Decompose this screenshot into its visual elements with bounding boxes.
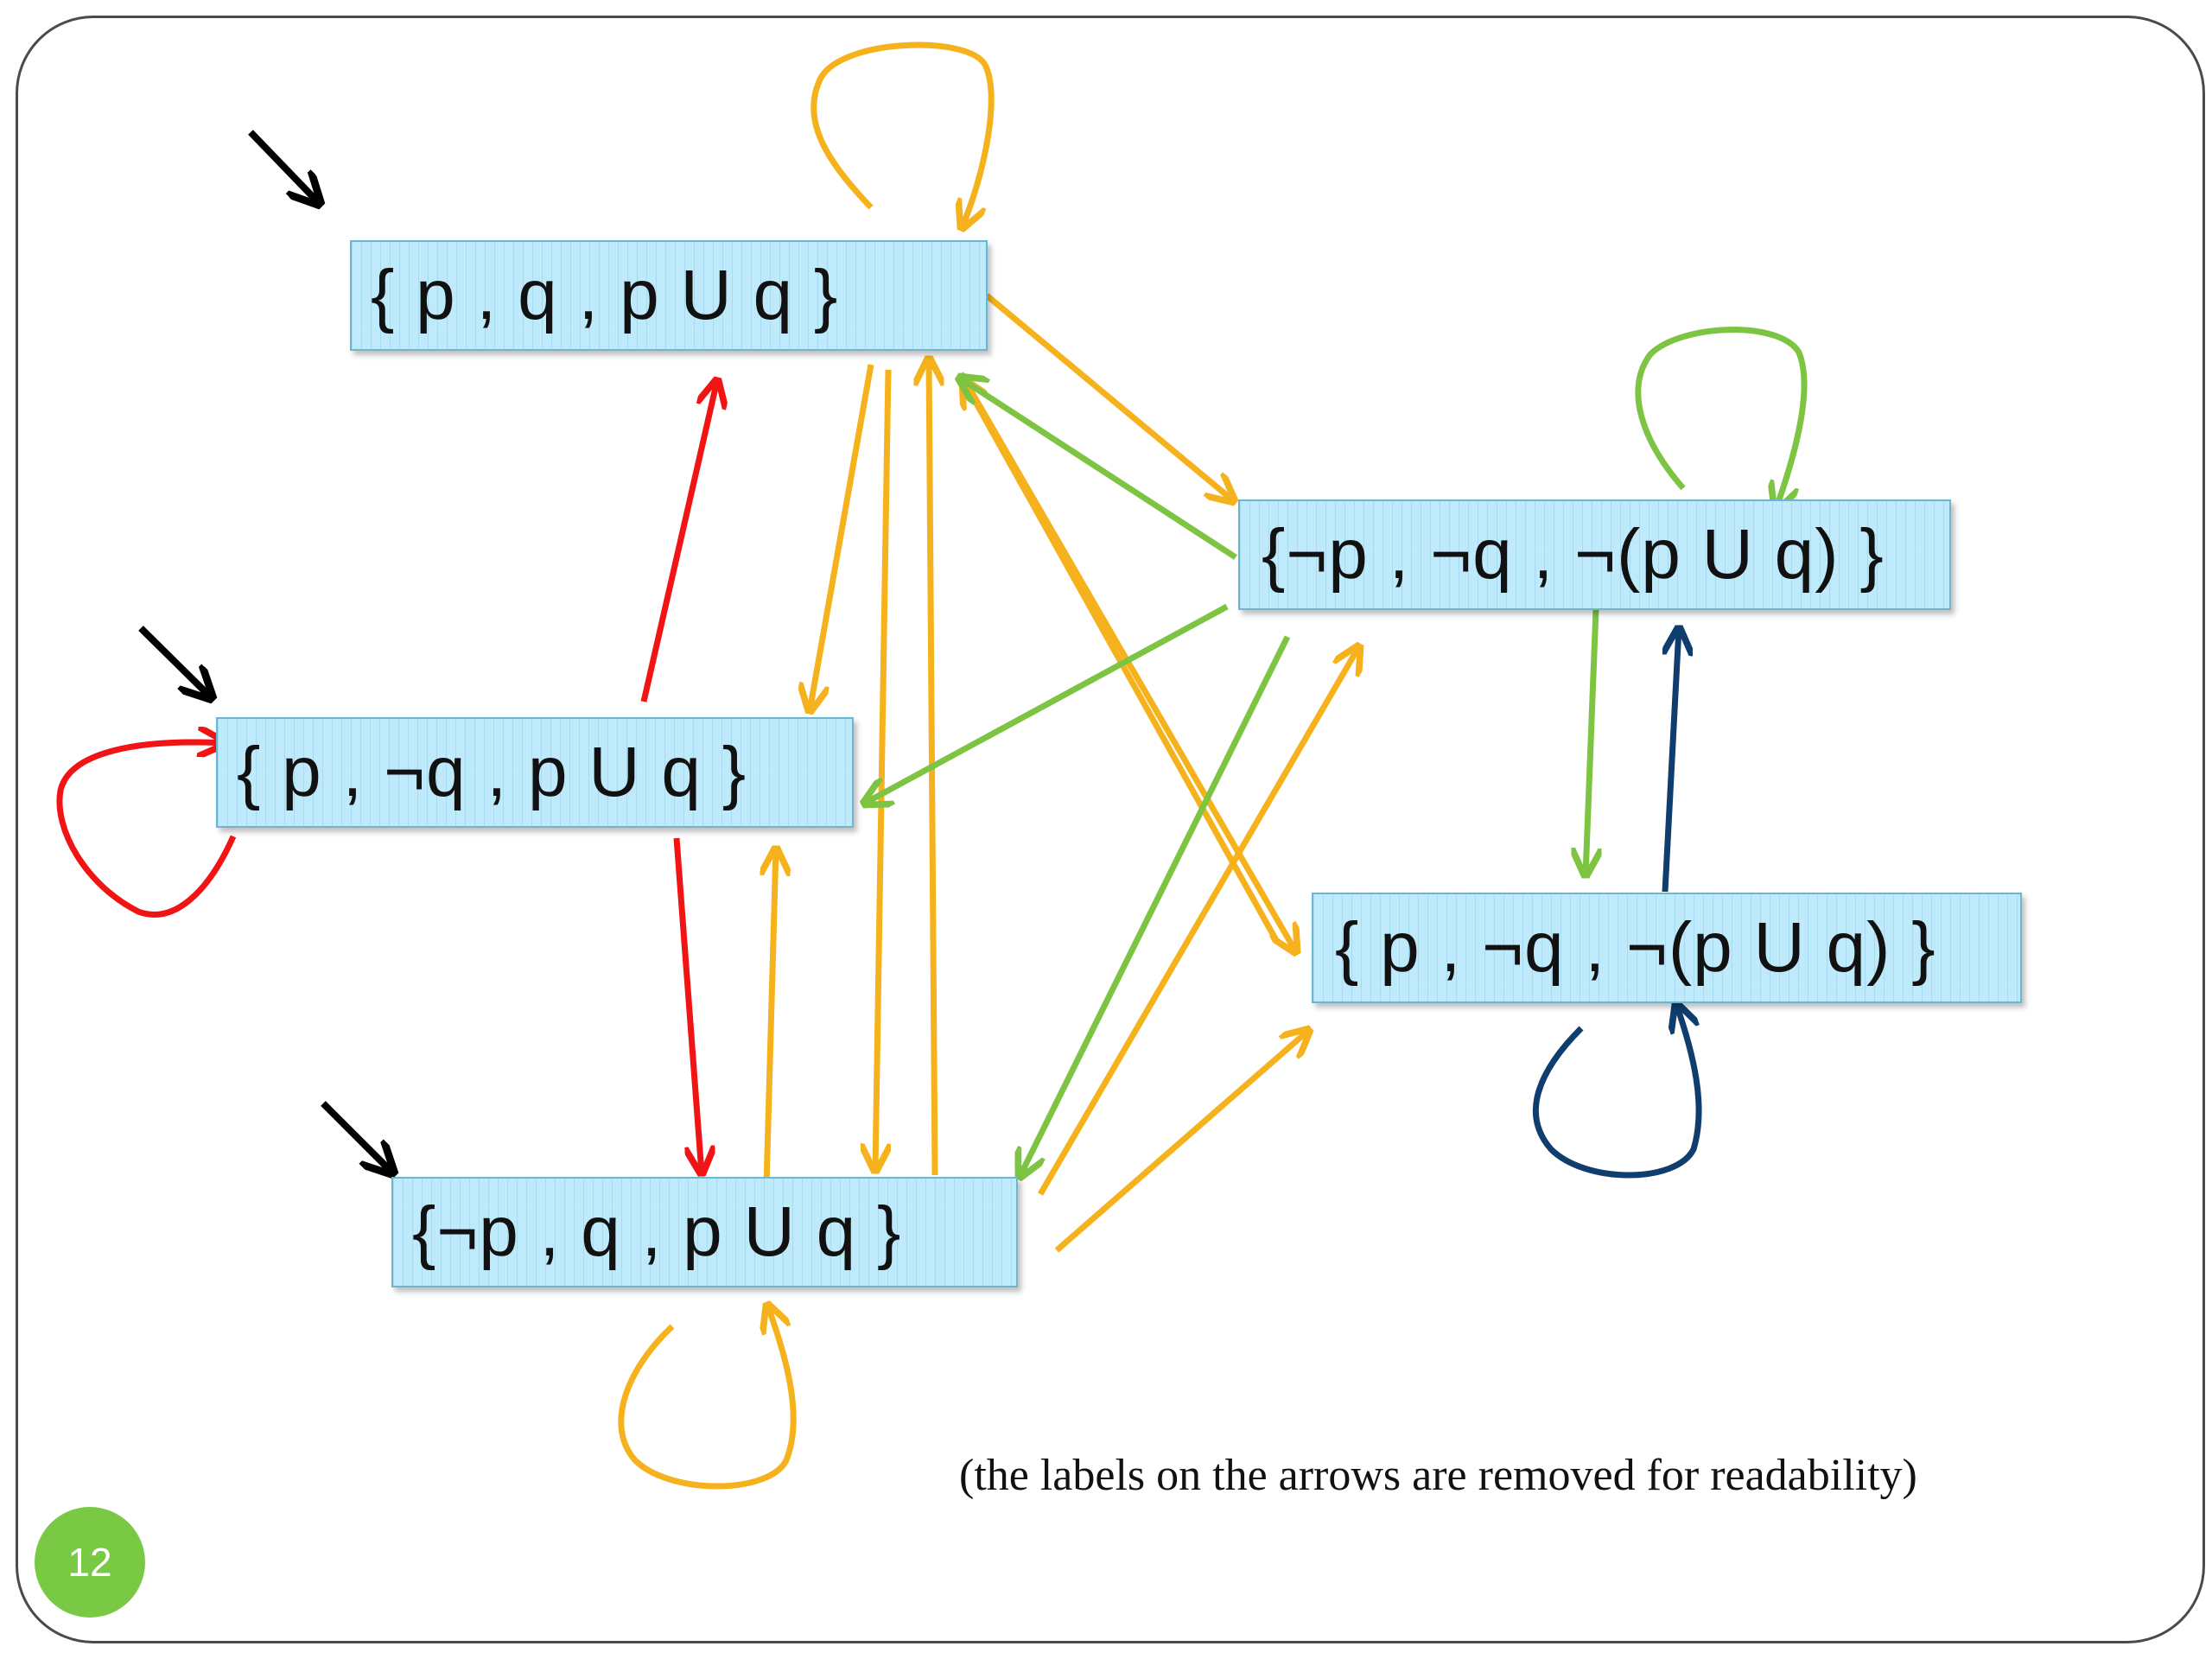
state-p-q-pUq: { p , q , p U q } <box>350 240 988 351</box>
self-loop-s5 <box>1532 1004 1702 1179</box>
initial-arrow-s2 <box>138 626 212 698</box>
self-loop-s4 <box>1635 327 1808 510</box>
edge-s2-s3 <box>673 837 702 1173</box>
green-transitions <box>864 327 1808 1177</box>
initial-arrows <box>138 130 393 1173</box>
self-loop-s1 <box>810 41 995 228</box>
edge-s1-s3 <box>875 369 892 1171</box>
self-loop-s3 <box>618 1305 797 1490</box>
state-notp-notq-not-pUq: {¬p , ¬q , ¬(p U q) } <box>1238 499 1951 610</box>
edge-s3-s4 <box>1037 646 1359 1196</box>
edge-s3-s2 <box>766 849 776 1186</box>
initial-arrow-s3 <box>321 1101 393 1173</box>
state-p-notq-not-pUq: { p , ¬q , ¬(p U q) } <box>1312 893 2022 1003</box>
state-label: { p , ¬q , p U q } <box>237 733 747 811</box>
edge-s4-s1 <box>959 378 1237 560</box>
state-notp-q-pUq: {¬p , q , p U q } <box>391 1177 1018 1287</box>
navy-transitions <box>1532 628 1702 1179</box>
caption: (the labels on the arrows are removed fo… <box>959 1451 1917 1500</box>
edge-s5-s1 <box>963 380 1281 944</box>
edge-s5-s4 <box>1662 628 1679 893</box>
state-label: { p , ¬q , ¬(p U q) } <box>1335 908 1936 987</box>
edge-s2-s1 <box>640 380 717 702</box>
page-number: 12 <box>67 1540 112 1585</box>
state-p-notq-pUq: { p , ¬q , p U q } <box>216 717 854 828</box>
edge-s4-s3 <box>1020 635 1291 1177</box>
edge-s3-s5 <box>1054 1030 1309 1253</box>
edge-s1-s4 <box>984 293 1234 501</box>
edge-s4-s5 <box>1586 608 1596 875</box>
edge-s4-s2 <box>864 603 1229 804</box>
self-loop-s2 <box>56 742 237 918</box>
edge-s1-s2 <box>810 364 874 711</box>
page-number-badge: 12 <box>35 1507 145 1618</box>
red-transitions <box>56 380 717 1173</box>
state-label: { p , q , p U q } <box>371 256 839 334</box>
initial-arrow-s1 <box>248 130 320 204</box>
state-label: {¬p , q , p U q } <box>412 1192 902 1271</box>
state-label: {¬p , ¬q , ¬(p U q) } <box>1262 515 1885 594</box>
